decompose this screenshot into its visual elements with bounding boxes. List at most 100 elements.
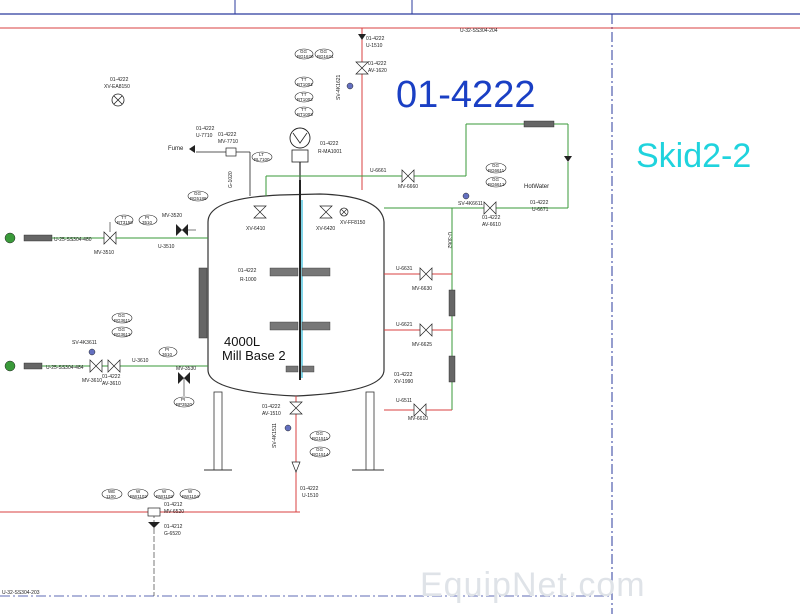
bottom-outlet[interactable]: 01-4222 AV-1510 SV-4K1511 GG BG1511 GG B… — [262, 396, 331, 512]
svg-text:MV-6625: MV-6625 — [412, 342, 432, 348]
svg-text:GG: GG — [300, 49, 308, 54]
svg-text:R-MA1001: R-MA1001 — [318, 149, 342, 155]
tank-tag: 01-4222 — [238, 268, 257, 274]
svg-text:01-4222: 01-4222 — [482, 215, 501, 221]
av1620-valve-icon — [355, 61, 369, 69]
svg-text:U-3510: U-3510 — [158, 244, 175, 250]
svg-text:BW1103: BW1103 — [156, 494, 173, 499]
lamp-icon — [111, 93, 125, 107]
svg-text:SV-4K3611: SV-4K3611 — [72, 340, 97, 346]
svg-text:W: W — [188, 489, 193, 494]
svg-text:01-4222: 01-4222 — [320, 141, 339, 147]
svg-text:01-4222: 01-4222 — [110, 77, 129, 83]
svg-text:W: W — [136, 489, 141, 494]
top-nozzle-valves[interactable]: XV-6410 XV-6420 XV-FF8150 U-3062 — [246, 205, 452, 249]
svg-text:01-4222: 01-4222 — [262, 404, 281, 410]
left-inlet-3510[interactable]: U-25-SS304-480 MV-3510 TT BT3150 PI 3510… — [4, 213, 208, 256]
svg-text:MV-3520: MV-3520 — [162, 213, 182, 219]
inlet-connector-icon — [4, 360, 16, 372]
svg-text:BG1621: BG1621 — [317, 54, 334, 59]
svg-text:BL7100: BL7100 — [254, 157, 270, 162]
left-inlet-3610[interactable]: U-25-SS304-484 MV-3610 01-4222 AV-3610 S… — [4, 312, 208, 408]
svg-text:XV-1990: XV-1990 — [394, 379, 413, 385]
svg-text:AV-1620: AV-1620 — [368, 68, 387, 74]
svg-text:TT: TT — [301, 107, 307, 112]
svg-text:U-7710: U-7710 — [196, 133, 213, 139]
svg-text:TT: TT — [301, 92, 307, 97]
svg-text:BG6612: BG6612 — [488, 182, 505, 187]
mv6520-valve[interactable]: 01-4212 MV-6520 01-4212 G-6520 — [147, 502, 184, 596]
mv6660-valve[interactable]: U-6661 MV-6660 — [370, 168, 418, 190]
fume-line[interactable]: Fume 01-4222 U-7710 01-4222 MV-7710 G-10… — [168, 126, 273, 202]
inlet-connector-icon — [4, 232, 16, 244]
fume-label: Fume — [168, 146, 184, 152]
svg-text:XV-6410: XV-6410 — [246, 226, 265, 232]
svg-text:01-4222: 01-4222 — [102, 374, 121, 380]
svg-text:GG: GG — [118, 313, 126, 318]
svg-text:XV-FF8150: XV-FF8150 — [340, 220, 366, 226]
svg-text:XV-EA8150: XV-EA8150 — [104, 84, 130, 90]
top-red-riser[interactable]: 01-4222 U-1510 01-4222 AV-1620 SV-4K1621 — [336, 28, 387, 190]
motor-icon — [289, 127, 311, 149]
svg-text:U-1510: U-1510 — [302, 493, 319, 499]
svg-text:PI: PI — [165, 347, 169, 352]
svg-text:W: W — [162, 489, 167, 494]
hotwater-instruments: GG BG6611 GG BG6612 — [485, 162, 507, 188]
right-jacket-piping[interactable]: U-6631 MV-6630 U-6621 MV-6625 01-4222 XV… — [384, 208, 456, 422]
svg-text:BG1511: BG1511 — [312, 436, 329, 441]
svg-text:BG5188: BG5188 — [190, 196, 207, 201]
svg-text:AV-1510: AV-1510 — [262, 411, 281, 417]
svg-text:BG6611: BG6611 — [488, 168, 505, 173]
svg-text:BP3520: BP3520 — [176, 402, 193, 407]
svg-text:GG: GG — [320, 49, 328, 54]
svg-text:BT1001: BT1001 — [297, 82, 313, 87]
av6610-valve[interactable]: SV-4K6611 01-4222 AV-6610 HotWater 01-42… — [458, 184, 549, 228]
svg-text:01-4212: 01-4212 — [164, 524, 183, 530]
top-instruments: GG BG1620 GG BG1621 TT BT1001 TT BT1002 … — [294, 48, 334, 118]
svg-text:G-1020: G-1020 — [228, 171, 234, 188]
svg-text:GG: GG — [492, 163, 500, 168]
svg-text:3610: 3610 — [162, 352, 173, 357]
svg-text:PI: PI — [181, 397, 185, 402]
svg-text:01-4222: 01-4222 — [394, 372, 413, 378]
svg-text:MV-3610: MV-3610 — [82, 378, 102, 384]
svg-text:U-1510: U-1510 — [366, 43, 383, 49]
xv-ea8150-indicator[interactable]: 01-4222 XV-EA8150 — [104, 77, 130, 107]
svg-text:U-6671: U-6671 — [532, 207, 549, 213]
header-line-bottom-label: U-32-SS304-203 — [2, 590, 40, 596]
tank-jacket-left — [198, 267, 208, 339]
svg-text:BG3612: BG3612 — [114, 332, 131, 337]
svg-text:AV-3610: AV-3610 — [102, 381, 121, 387]
svg-text:GG: GG — [194, 191, 202, 196]
svg-text:U-6621: U-6621 — [396, 322, 413, 328]
tank-name: Mill Base 2 — [222, 348, 286, 363]
svg-text:MV-3530: MV-3530 — [176, 366, 196, 372]
svg-text:MV-6660: MV-6660 — [398, 184, 418, 190]
svg-text:BW1104: BW1104 — [182, 494, 199, 499]
mill-base-tank[interactable]: 01-4222 R-1000 4000L Mill Base 2 — [198, 180, 385, 471]
svg-text:MV-6520: MV-6520 — [164, 509, 184, 515]
svg-text:U-6661: U-6661 — [370, 168, 387, 174]
svg-text:LT: LT — [259, 152, 264, 157]
svg-text:01-4222: 01-4222 — [196, 126, 215, 132]
tank-id-title: 01-4222 — [396, 74, 535, 116]
svg-text:U-3062: U-3062 — [446, 232, 452, 249]
svg-text:01-4222: 01-4222 — [530, 200, 549, 206]
svg-text:AV-6610: AV-6610 — [482, 222, 501, 228]
svg-text:BT1003: BT1003 — [297, 112, 313, 117]
load-cells: WE 1100 W BW1102 W BW1103 W BW1104 — [101, 488, 201, 500]
agitator-motor[interactable]: 01-4222 R-MA1001 — [289, 127, 342, 180]
svg-text:U-3610: U-3610 — [132, 358, 149, 364]
svg-text:BG3611: BG3611 — [114, 318, 131, 323]
watermark: EquipNet.com — [420, 566, 646, 604]
svg-text:BG1620: BG1620 — [297, 54, 314, 59]
svg-text:TT: TT — [301, 77, 307, 82]
svg-text:MV-6630: MV-6630 — [412, 286, 432, 292]
svg-text:MV-3510: MV-3510 — [94, 250, 114, 256]
svg-text:BT1002: BT1002 — [297, 97, 313, 102]
svg-text:BT3150: BT3150 — [117, 220, 133, 225]
svg-text:U-6511: U-6511 — [396, 398, 412, 404]
svg-text:01-4212: 01-4212 — [164, 502, 183, 508]
